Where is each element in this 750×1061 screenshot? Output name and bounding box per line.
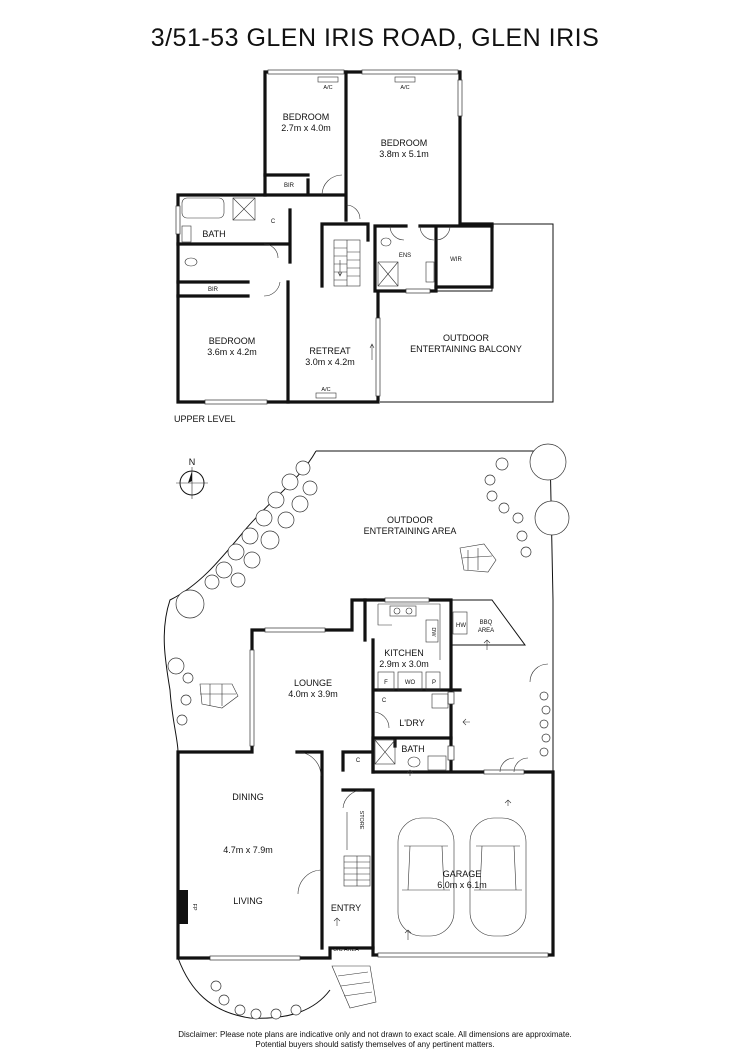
lower-level-plan: OUTDOOR ENTERTAINING AREA BBQ AREA HW KI… bbox=[163, 443, 570, 1020]
upper-window bbox=[267, 69, 345, 75]
bbq-outline bbox=[451, 599, 526, 646]
wet-area-fixtures bbox=[374, 693, 449, 771]
wir-label: WIR bbox=[450, 257, 462, 263]
lower-outer-walls bbox=[176, 598, 555, 960]
bay-window bbox=[209, 955, 301, 961]
bir-label: BIR bbox=[284, 183, 295, 189]
toilet bbox=[380, 237, 392, 247]
ac-unit bbox=[394, 76, 416, 83]
outdoor-area-label: ENTERTAINING AREA bbox=[364, 526, 457, 536]
garage-door bbox=[377, 952, 549, 958]
lower-stairs bbox=[342, 789, 371, 887]
store-label: STORE bbox=[358, 811, 364, 830]
ensuite-label: ENS bbox=[399, 253, 411, 259]
retreat-sliding-door bbox=[375, 317, 381, 397]
balcony-label: OUTDOOR bbox=[443, 333, 489, 343]
bbq-label: BBQ bbox=[480, 620, 493, 626]
upper-level-plan: BEDROOM 2.7m x 4.0m BEDROOM 3.8m x 5.1m … bbox=[175, 69, 554, 405]
kitchen-window bbox=[384, 597, 430, 603]
upper-window bbox=[457, 79, 463, 117]
kitchen-label: KITCHEN bbox=[384, 648, 424, 658]
bedroom-label: BEDROOM bbox=[209, 336, 256, 346]
disclaimer-line: Disclaimer: Please note plans are indica… bbox=[178, 1030, 572, 1039]
door-swings bbox=[296, 663, 549, 895]
bath-window bbox=[447, 745, 455, 761]
ac-unit bbox=[317, 76, 339, 83]
upper-window bbox=[405, 288, 431, 294]
upper-window bbox=[175, 205, 181, 235]
bath-label: BATH bbox=[401, 744, 424, 754]
upper-window bbox=[361, 69, 459, 75]
cupboard-label: C bbox=[271, 219, 276, 225]
property-title: 3/51-53 GLEN IRIS ROAD, GLEN IRIS bbox=[150, 24, 600, 52]
balcony-outline bbox=[380, 223, 554, 403]
door-swings bbox=[263, 174, 451, 297]
dining-label: DINING bbox=[232, 792, 264, 802]
garage-rear-door bbox=[483, 769, 525, 775]
entry-label: ENTRY bbox=[331, 903, 361, 913]
cupboard-label: C bbox=[356, 758, 361, 764]
bedroom-size: 3.8m x 5.1m bbox=[379, 149, 429, 159]
bathtub bbox=[181, 197, 225, 219]
upper-internal-walls bbox=[176, 70, 494, 404]
uc-area-label: U/C AREA bbox=[333, 947, 359, 953]
bedroom-size: 3.6m x 4.2m bbox=[207, 347, 257, 357]
bedroom-label: BEDROOM bbox=[283, 112, 330, 122]
bbq-label: AREA bbox=[478, 628, 494, 634]
cupboard-label: C bbox=[382, 698, 387, 704]
disclaimer: Disclaimer: Please note plans are indica… bbox=[0, 1030, 750, 1050]
garage-size: 6.0m x 6.1m bbox=[437, 880, 487, 890]
upper-level-label: UPPER LEVEL bbox=[174, 414, 236, 424]
north-label: N bbox=[189, 457, 196, 467]
upper-stairs bbox=[333, 239, 361, 287]
hw-label: HW bbox=[456, 623, 466, 629]
ac-label: A/C bbox=[321, 387, 330, 393]
living-label: LIVING bbox=[233, 896, 263, 906]
dishwasher-label: DW bbox=[430, 627, 436, 637]
shower bbox=[232, 197, 256, 221]
front-garden-boundary bbox=[177, 957, 331, 1019]
toilet bbox=[184, 257, 198, 267]
laundry-label: L'DRY bbox=[399, 718, 425, 728]
front-steps bbox=[331, 965, 377, 1009]
vanity bbox=[181, 225, 192, 243]
garden-shrubs bbox=[167, 443, 570, 1020]
upper-outer-walls bbox=[176, 70, 494, 404]
ac-label: A/C bbox=[323, 85, 332, 91]
outdoor-area-label: OUTDOOR bbox=[387, 515, 433, 525]
disclaimer-line: Potential buyers should satisfy themselv… bbox=[255, 1040, 495, 1049]
lounge-size: 4.0m x 3.9m bbox=[288, 689, 338, 699]
wall-oven-label: WO bbox=[405, 680, 416, 686]
bedroom-label: BEDROOM bbox=[381, 138, 428, 148]
lounge-label: LOUNGE bbox=[294, 678, 332, 688]
garage-label: GARAGE bbox=[443, 869, 482, 879]
laundry-window bbox=[447, 691, 455, 705]
garage-cars bbox=[397, 817, 527, 937]
bath-label: BATH bbox=[202, 229, 225, 239]
compass: N bbox=[176, 457, 208, 499]
shower bbox=[377, 261, 399, 287]
lounge-window bbox=[264, 627, 326, 633]
vanity bbox=[425, 261, 435, 283]
fridge-label: F bbox=[384, 680, 388, 686]
lounge-window bbox=[249, 649, 255, 747]
ac-unit bbox=[315, 392, 337, 399]
bir-label: BIR bbox=[208, 287, 219, 293]
kitchen-fixtures bbox=[377, 603, 468, 691]
bedroom-size: 2.7m x 4.0m bbox=[281, 123, 331, 133]
fireplace-label: FP bbox=[191, 903, 197, 910]
paving-pattern bbox=[199, 543, 497, 709]
kitchen-size: 2.9m x 3.0m bbox=[379, 659, 429, 669]
dining-living-size: 4.7m x 7.9m bbox=[223, 845, 273, 855]
retreat-label: RETREAT bbox=[309, 346, 351, 356]
fireplace bbox=[178, 890, 188, 924]
ac-label: A/C bbox=[400, 85, 409, 91]
balcony-label: ENTERTAINING BALCONY bbox=[410, 344, 522, 354]
retreat-size: 3.0m x 4.2m bbox=[305, 357, 355, 367]
pantry-label: P bbox=[432, 680, 436, 686]
upper-window bbox=[204, 399, 268, 405]
